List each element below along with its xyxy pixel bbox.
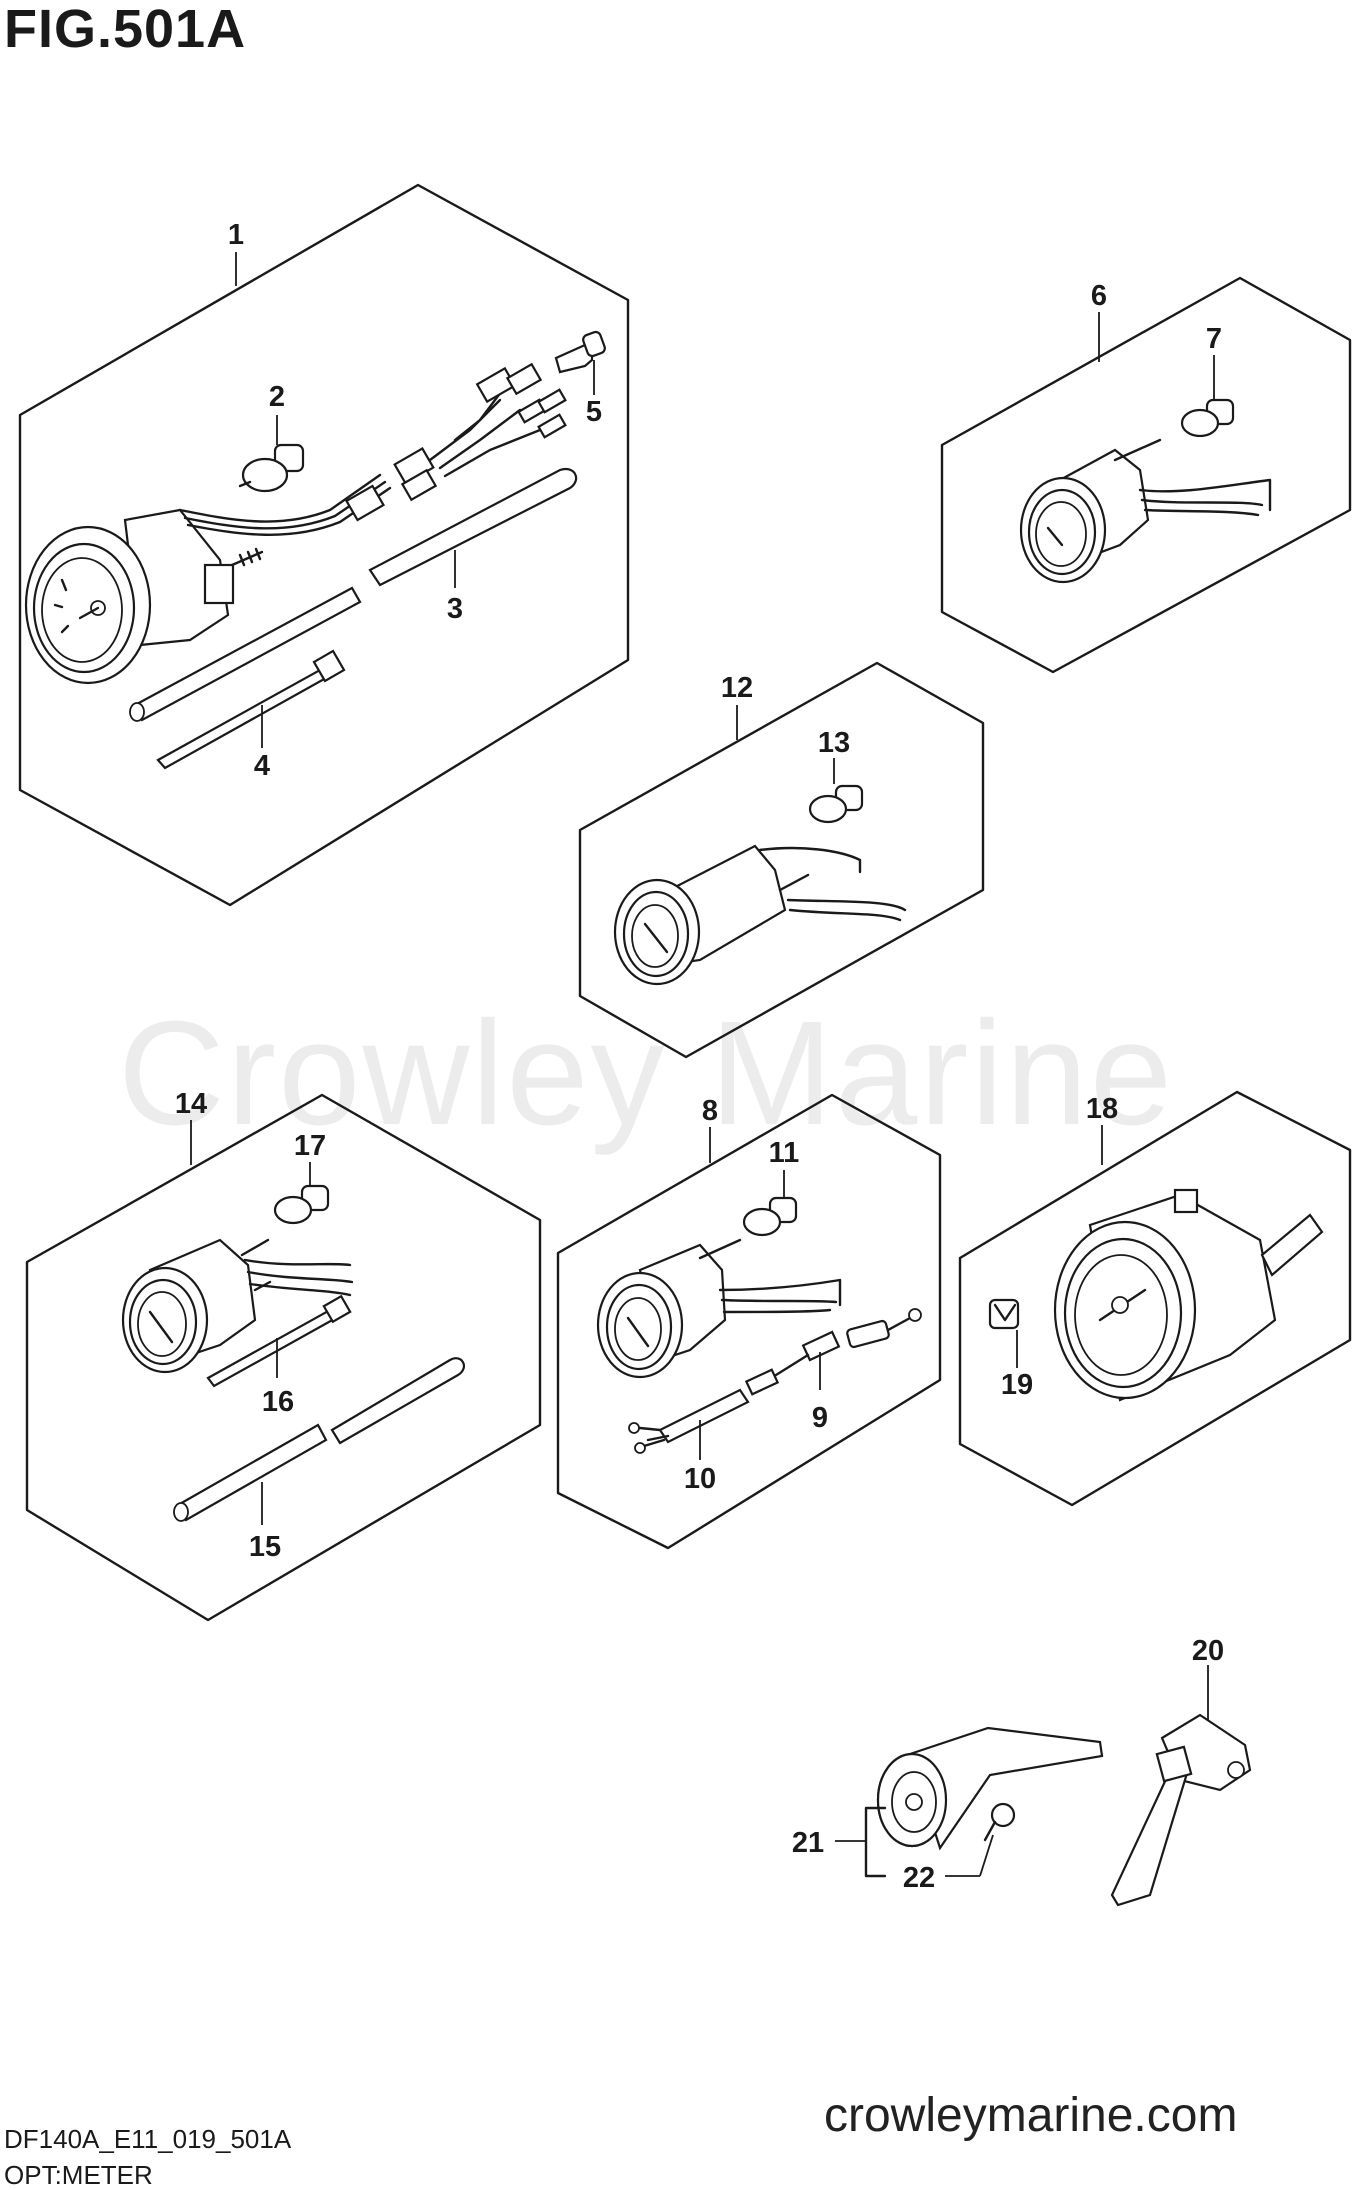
callout-15: 15 xyxy=(249,1531,281,1563)
gauge-part-8[interactable] xyxy=(596,1238,842,1379)
assembly-panel-12 xyxy=(578,661,985,1059)
tube-part-3[interactable] xyxy=(129,467,578,722)
plug-part-5[interactable] xyxy=(554,330,606,374)
website-link[interactable]: crowleymarine.com xyxy=(824,2089,1238,2142)
callout-8: 8 xyxy=(702,1095,718,1127)
bulb-part-11[interactable] xyxy=(742,1196,798,1237)
tube-part-15[interactable] xyxy=(173,1357,465,1522)
gauge-part-12[interactable] xyxy=(613,844,907,986)
callout-11: 11 xyxy=(769,1137,800,1169)
figure-title: FIG.501A xyxy=(4,0,247,59)
callout-16: 16 xyxy=(262,1386,294,1418)
callout-5: 5 xyxy=(586,396,602,428)
callout-19: 19 xyxy=(1001,1369,1033,1401)
bulb-part-19[interactable] xyxy=(988,1298,1020,1330)
callout-3: 3 xyxy=(447,593,463,625)
assembly-panel-1 xyxy=(18,183,630,907)
gauge-harness-1 xyxy=(178,362,567,536)
bulb-part-17[interactable] xyxy=(273,1184,330,1225)
callout-18: 18 xyxy=(1086,1093,1118,1125)
screw-part-22[interactable] xyxy=(983,1802,1016,1842)
cable-tie-part-4[interactable] xyxy=(156,649,346,770)
assembly-panel-8 xyxy=(556,1093,942,1550)
figure-code: DF140A_E11_019_501A xyxy=(4,2124,292,2154)
callout-13: 13 xyxy=(818,727,850,759)
wire-part-10[interactable] xyxy=(628,1368,780,1454)
watermark: Crowley Marine xyxy=(118,991,1175,1156)
callout-bracket-21-22 xyxy=(835,1806,994,1878)
bulb-part-2[interactable] xyxy=(238,443,305,493)
callout-20: 20 xyxy=(1192,1635,1224,1667)
gauge-part-14[interactable] xyxy=(121,1238,354,1374)
bulb-part-7[interactable] xyxy=(1180,398,1235,438)
gauge-part-18[interactable] xyxy=(1053,1188,1324,1402)
callout-1: 1 xyxy=(228,219,244,251)
bulb-part-13[interactable] xyxy=(808,784,864,824)
figure-subtitle: OPT:METER xyxy=(4,2160,153,2190)
callout-6: 6 xyxy=(1091,280,1107,312)
callout-14: 14 xyxy=(175,1088,207,1120)
gauge-part-6[interactable] xyxy=(1019,438,1272,584)
assembly-panel-18 xyxy=(958,1090,1352,1507)
wire-part-9[interactable] xyxy=(758,1308,922,1387)
callout-7: 7 xyxy=(1206,323,1222,355)
bracket-part-20[interactable] xyxy=(1110,1713,1252,1907)
callout-17: 17 xyxy=(294,1130,326,1162)
gauge-part-1[interactable] xyxy=(24,508,264,685)
callout-22: 22 xyxy=(903,1862,935,1894)
callout-21: 21 xyxy=(792,1827,824,1859)
assembly-panel-6 xyxy=(940,276,1352,674)
callout-9: 9 xyxy=(812,1402,828,1434)
callout-10: 10 xyxy=(684,1463,716,1495)
callout-2: 2 xyxy=(269,381,285,413)
cable-tie-part-16[interactable] xyxy=(206,1294,352,1388)
callout-4: 4 xyxy=(254,750,270,782)
callout-12: 12 xyxy=(721,672,753,704)
assembly-panel-14 xyxy=(25,1093,542,1622)
mount-part-21[interactable] xyxy=(876,1726,1104,1851)
